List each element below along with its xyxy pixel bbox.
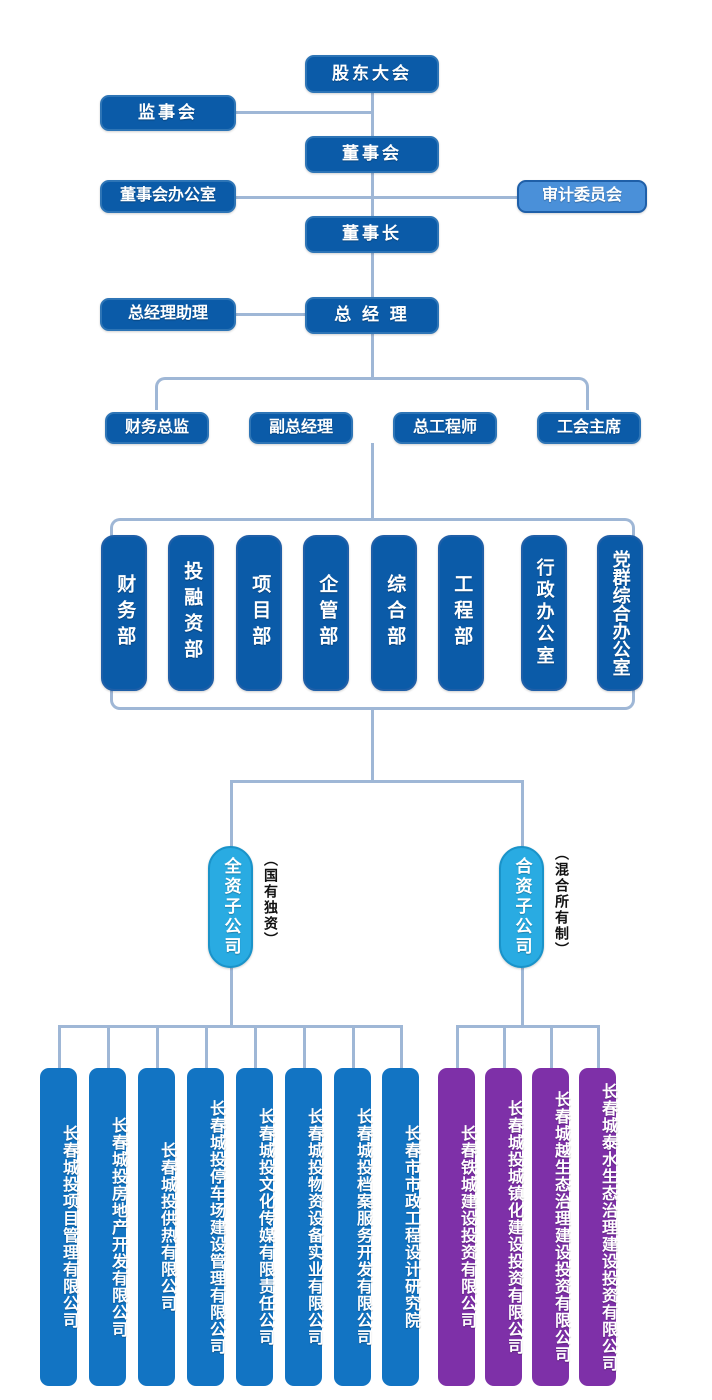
node-department-general-affairs[interactable]: 综合部 — [371, 535, 417, 691]
node-department-engineering[interactable]: 工程部 — [438, 535, 484, 691]
connector-department-bracket-bottom — [110, 688, 635, 710]
connector-leg-jv-4 — [597, 1025, 600, 1068]
connector-board-office — [236, 196, 372, 199]
connector-audit-committee — [371, 196, 517, 199]
connector-wholly-owned-down — [230, 968, 233, 1026]
node-department-administration-office[interactable]: 行政办公室 — [521, 535, 567, 691]
company-strip-parking-construction[interactable]: 长春城投停车场建设管理有限公司 — [187, 1068, 224, 1386]
company-strip-materials-equipment[interactable]: 长春城投物资设备实业有限公司 — [285, 1068, 322, 1386]
company-strip-heating[interactable]: 长春城投供热有限公司 — [138, 1068, 175, 1386]
company-strip-chengtai-water-ecology[interactable]: 长春城泰水生态治理建设投资有限公司 — [579, 1068, 616, 1386]
node-chairman[interactable]: 董事长 — [305, 216, 439, 253]
company-strip-culture-media[interactable]: 长春城投文化传媒有限责任公司 — [236, 1068, 273, 1386]
connector-to-joint-venture — [521, 780, 524, 850]
note-joint-venture: （混合所有制） — [554, 846, 570, 958]
node-department-project[interactable]: 项目部 — [236, 535, 282, 691]
node-department-party-affairs-office[interactable]: 党群综合办公室 — [597, 535, 643, 691]
connector-leg-jv-3 — [550, 1025, 553, 1068]
node-board-office[interactable]: 董事会办公室 — [100, 180, 236, 213]
company-strip-real-estate[interactable]: 长春城投房地产开发有限公司 — [89, 1068, 126, 1386]
company-strip-archives-service[interactable]: 长春城投档案服务开发有限公司 — [334, 1068, 371, 1386]
connector-executive-bracket — [155, 377, 589, 410]
connector-dept-to-subsidiary — [371, 708, 374, 780]
connector-to-wholly-owned — [230, 780, 233, 850]
node-audit-committee[interactable]: 审计委员会 — [517, 180, 647, 213]
node-department-finance[interactable]: 财务部 — [101, 535, 147, 691]
node-board-of-directors[interactable]: 董事会 — [305, 136, 439, 173]
capsule-joint-venture-subsidiaries[interactable]: 合资子公司 — [499, 846, 544, 968]
connector-leg-wo-8 — [400, 1025, 403, 1068]
connector-gm-down — [371, 333, 374, 378]
node-board-of-supervisors[interactable]: 监事会 — [100, 95, 236, 131]
node-gm-assistant[interactable]: 总经理助理 — [100, 298, 236, 331]
node-executive-deputy-gm[interactable]: 副总经理 — [249, 412, 353, 444]
connector-joint-venture-down — [521, 968, 524, 1026]
connector-leg-wo-4 — [205, 1025, 208, 1068]
company-strip-chengyue-ecology[interactable]: 长春城越生态治理建设投资有限公司 — [532, 1068, 569, 1386]
connector-leg-wo-1 — [58, 1025, 61, 1068]
connector-rail-joint-venture — [456, 1025, 599, 1028]
connector-supervisors — [236, 111, 372, 114]
company-strip-municipal-design-institute[interactable]: 长春市市政工程设计研究院 — [382, 1068, 419, 1386]
node-executive-union-chair[interactable]: 工会主席 — [537, 412, 641, 444]
connector-exec-to-dept-spine — [371, 443, 374, 520]
node-executive-chief-engineer[interactable]: 总工程师 — [393, 412, 497, 444]
node-department-investment-financing[interactable]: 投融资部 — [168, 535, 214, 691]
connector-leg-wo-5 — [254, 1025, 257, 1068]
node-shareholders-meeting[interactable]: 股东大会 — [305, 55, 439, 93]
node-department-enterprise-management[interactable]: 企管部 — [303, 535, 349, 691]
connector-leg-jv-1 — [456, 1025, 459, 1068]
connector-spine-top — [371, 92, 374, 142]
node-general-manager[interactable]: 总 经 理 — [305, 297, 439, 334]
company-strip-project-management[interactable]: 长春城投项目管理有限公司 — [40, 1068, 77, 1386]
connector-leg-wo-6 — [303, 1025, 306, 1068]
node-executive-cfo[interactable]: 财务总监 — [105, 412, 209, 444]
connector-chairman-to-gm — [371, 252, 374, 303]
connector-gm-assistant — [236, 313, 372, 316]
connector-leg-jv-2 — [503, 1025, 506, 1068]
note-wholly-owned: （国有独资） — [263, 852, 279, 948]
connector-leg-wo-2 — [107, 1025, 110, 1068]
connector-department-bracket — [110, 518, 635, 540]
connector-rail-wholly-owned — [58, 1025, 402, 1028]
company-strip-tiecheng-construction[interactable]: 长春铁城建设投资有限公司 — [438, 1068, 475, 1386]
connector-subsidiary-split — [230, 780, 524, 783]
company-strip-urbanization-construction[interactable]: 长春城投城镇化建设投资有限公司 — [485, 1068, 522, 1386]
connector-leg-wo-7 — [352, 1025, 355, 1068]
connector-leg-wo-3 — [156, 1025, 159, 1068]
capsule-wholly-owned-subsidiaries[interactable]: 全资子公司 — [208, 846, 253, 968]
